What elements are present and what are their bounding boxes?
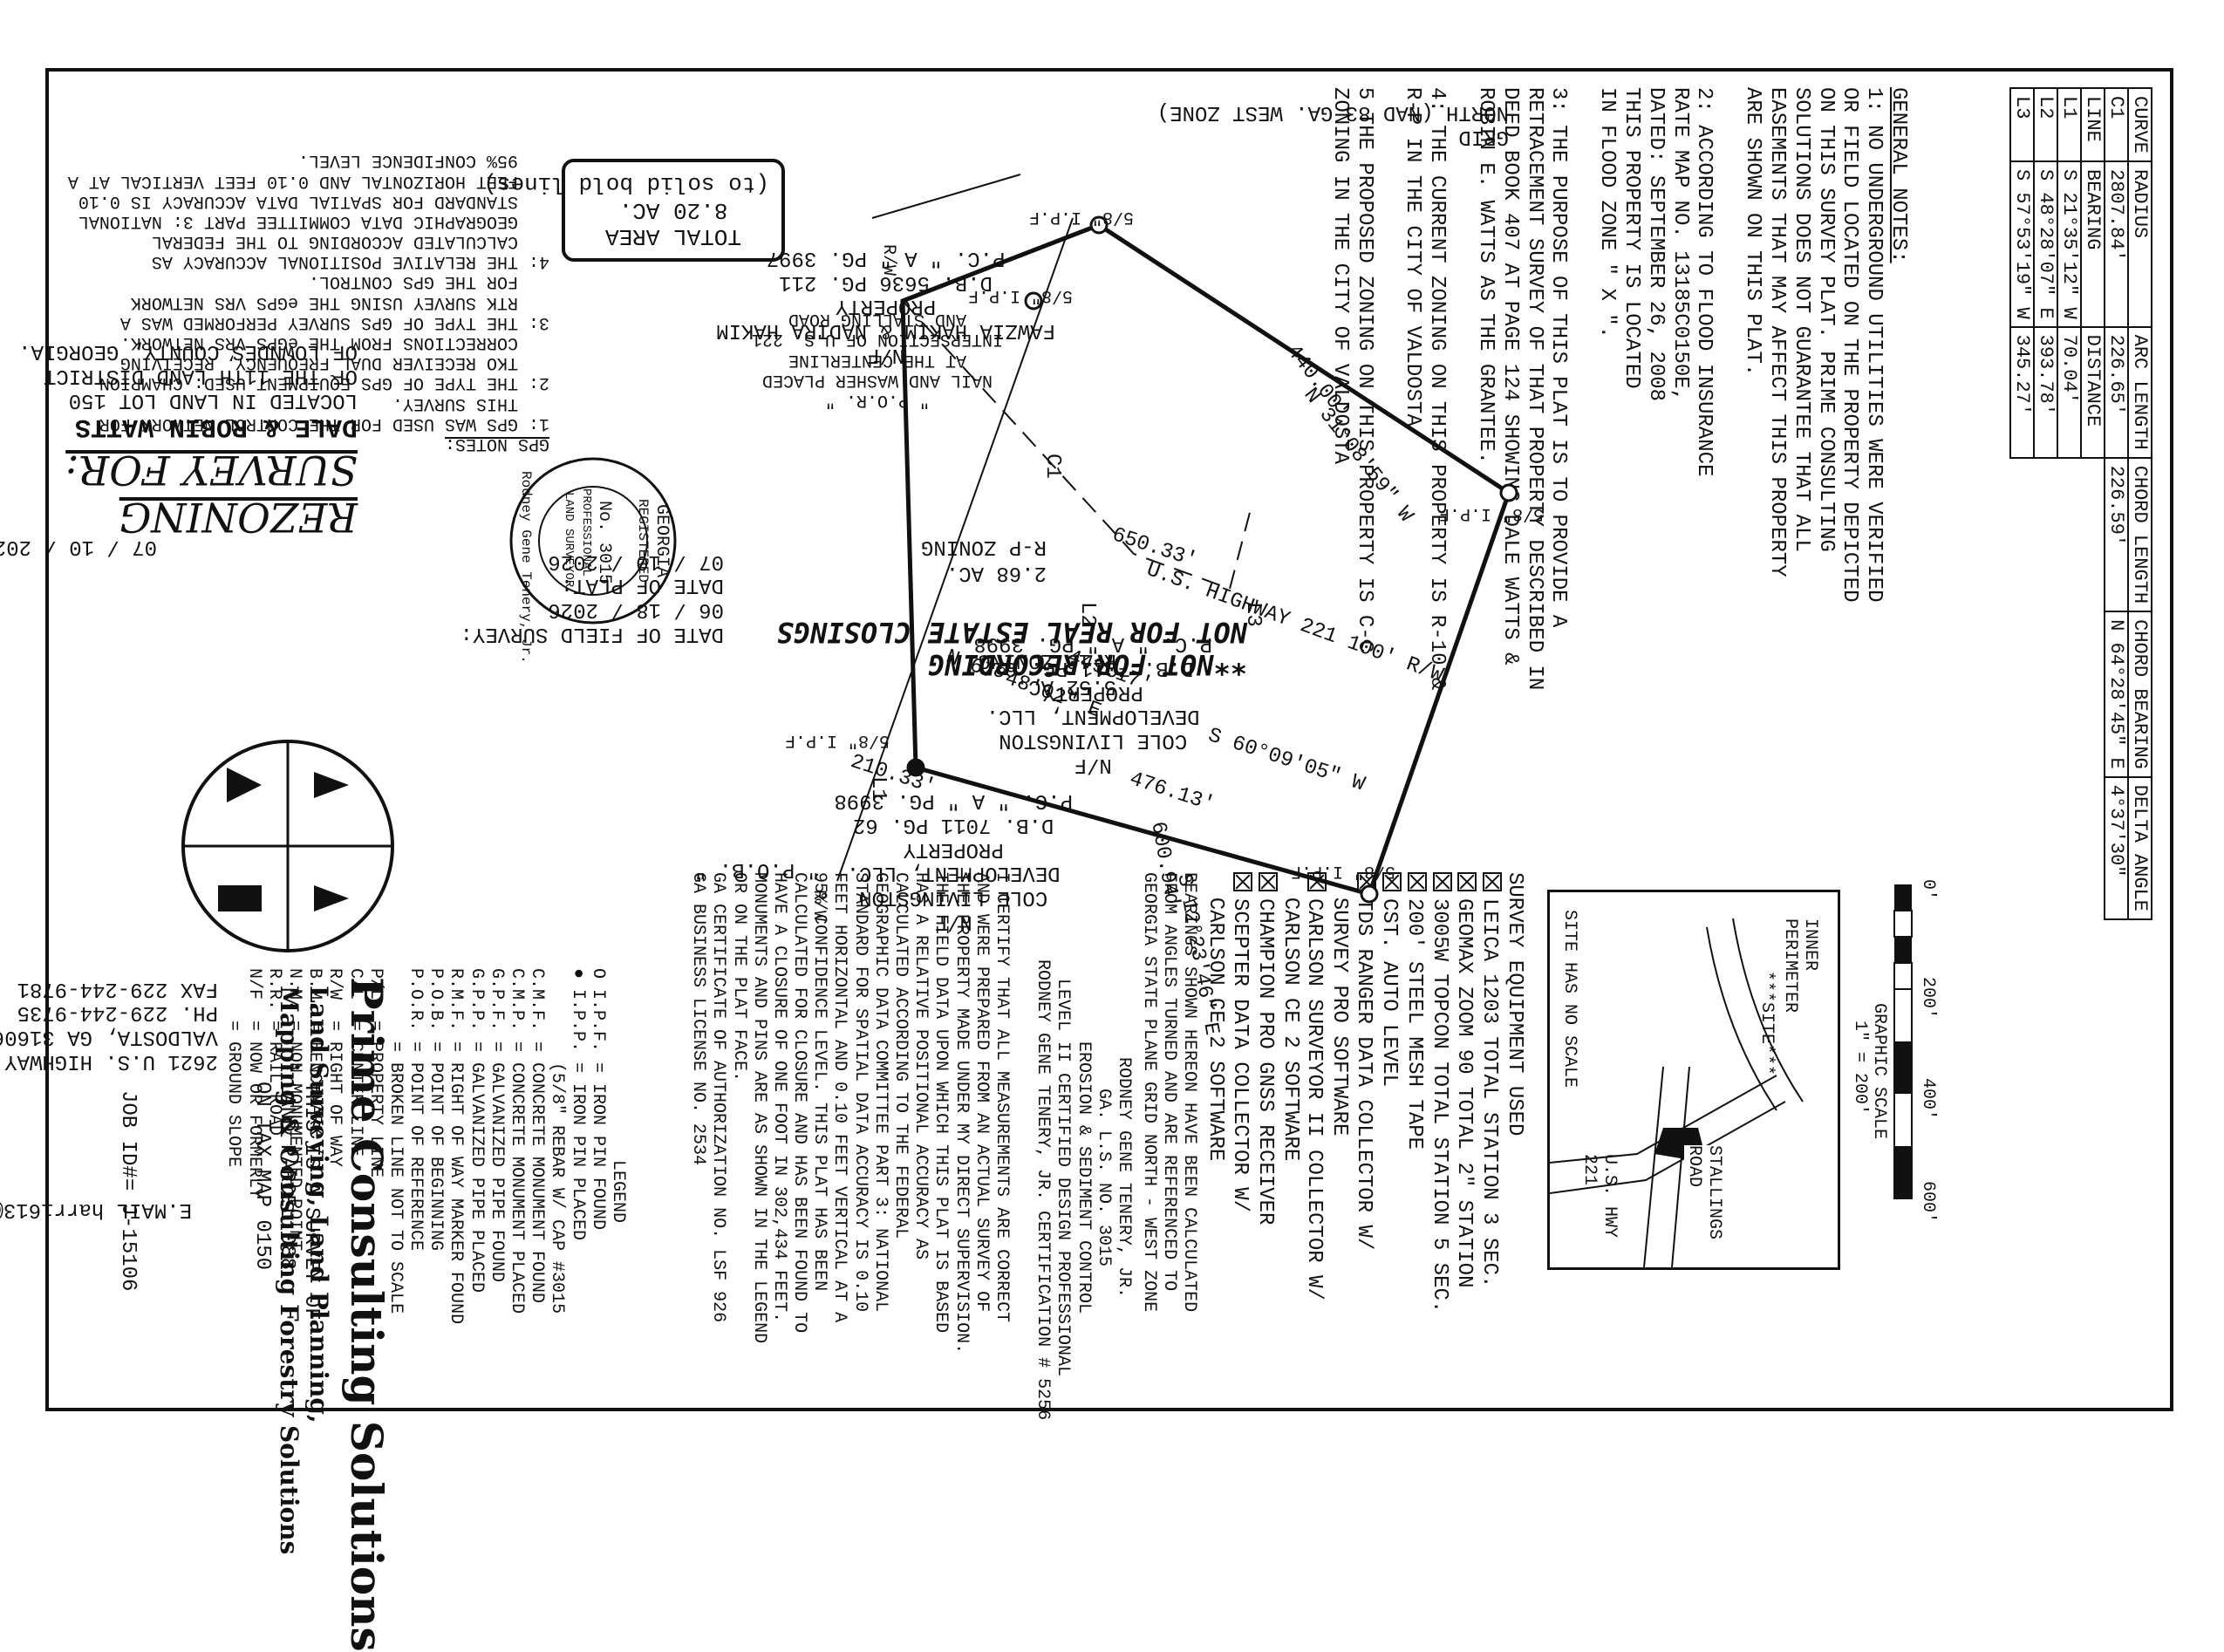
scale-bar-segments bbox=[1893, 884, 1913, 1199]
zoning-lines bbox=[902, 300, 1252, 590]
seal-ring-icon bbox=[509, 457, 677, 625]
firm-date: 07 / 10 / 2026 bbox=[0, 535, 157, 558]
pob-label: " P.O.B. " bbox=[693, 857, 820, 881]
seal-name: Rodney Gene Tenery, Jr. bbox=[518, 471, 534, 664]
seal-number: No. 3015 bbox=[594, 501, 614, 585]
ipf-icon bbox=[1089, 215, 1109, 235]
text-line: N/F bbox=[1074, 753, 1112, 776]
text-line: RTK SURVEY USING THE eGPS VRS NETWORK bbox=[130, 291, 549, 312]
ipf-label: 5/8" I.P.F bbox=[784, 730, 890, 750]
ipf-label: 5/8" I.P.F bbox=[1290, 861, 1395, 881]
text-line: FEET HORIZONTAL AND 0.10 FEET VERTICAL A… bbox=[67, 170, 549, 191]
text-line: N/F bbox=[866, 343, 905, 366]
text-line: 4: THE RELATIVE POSITIONAL ACCURACY AS bbox=[151, 251, 549, 272]
pob-point-icon bbox=[908, 760, 924, 775]
boundary-polyline bbox=[900, 222, 1512, 898]
text-line: OF LOWNDES COUNTY, GEORGIA. bbox=[18, 339, 358, 364]
text-line: P.C. " A " PG. 3998 bbox=[834, 788, 1073, 812]
text-line: COLE LIVINGSTON bbox=[859, 885, 1048, 910]
ipf-icon bbox=[1499, 483, 1518, 502]
client-name: DALE & ROBIN WATTS bbox=[74, 412, 358, 441]
property-boundary bbox=[900, 222, 1512, 898]
title-block: REZONING SURVEY FOR: DALE & ROBIN WATTS … bbox=[9, 339, 358, 541]
survey-plat-sheet: CURVE RADIUS ARC LENGTH CHORD LENGTH CHO… bbox=[0, 0, 2224, 1439]
text-line: LOCATED IN LAND LOT 150 bbox=[68, 388, 358, 412]
ipf-icon bbox=[1024, 291, 1043, 311]
text-line: PROPERTY bbox=[835, 294, 937, 318]
text-line: VALDOSTA, GA 31606 bbox=[0, 1025, 218, 1049]
text-line: 95% CONFIDENCE LEVEL. bbox=[297, 150, 549, 171]
text-line: " P.O.R. " bbox=[824, 390, 930, 410]
ipf-label: 5/8" I.P.F bbox=[1028, 207, 1134, 227]
ipf-icon bbox=[1360, 884, 1379, 904]
curve-c1-label: C1 bbox=[1040, 454, 1064, 479]
title-subheading: SURVEY FOR: bbox=[65, 447, 358, 494]
text-line: 8.20 AC. bbox=[618, 196, 728, 223]
text-line: DEVELOPMENT, LLC. bbox=[986, 704, 1200, 728]
plat-drawing bbox=[836, 174, 1518, 904]
text-line: COLE LIVINGSTON bbox=[999, 728, 1188, 753]
text-line: GRID bbox=[1458, 125, 1509, 148]
text-line: N/F bbox=[934, 910, 972, 933]
inner-perimeter-road bbox=[1706, 918, 1804, 1111]
text-line: PROPERTY bbox=[1042, 679, 1143, 704]
text-line: CALCULATED ACCORDING TO THE FEDERAL bbox=[151, 231, 549, 252]
seal-surveyor: LAND SURVEYOR bbox=[562, 492, 576, 588]
text-line: NAIL AND WASHER PLACED bbox=[761, 369, 993, 390]
firm-logo-icon bbox=[181, 740, 394, 952]
firm-email: E.MAIL harri613@bellsouth.net bbox=[0, 1198, 192, 1221]
title-heading: REZONING bbox=[119, 494, 358, 541]
scale-bar-svg bbox=[1893, 884, 1913, 1199]
rw-label: R/W bbox=[808, 890, 829, 922]
us-hwy-221-road bbox=[1549, 1075, 1786, 1194]
text-line: GEOGRAPHIC DATA COMMITTEE PART 3: NATION… bbox=[78, 210, 549, 231]
text-line: OF THE 11TH LAND DISTRICT bbox=[43, 364, 358, 388]
text-line: PH. 229-244-9735 bbox=[17, 1000, 218, 1025]
text-line: FAX 229-244-9781 bbox=[17, 976, 218, 1000]
text-line: (to solid bold lines) bbox=[483, 170, 769, 197]
text-line: NORTH (NAD 83 GA. WEST ZONE) bbox=[1156, 100, 1509, 125]
firm-address: 2621 U.S. HIGHWAY 84 EASTVALDOSTA, GA 31… bbox=[0, 976, 218, 1073]
text-line: DEVELOPMENT, LLC. bbox=[846, 861, 1061, 885]
rw-arrow bbox=[871, 174, 1021, 219]
text-line: FOR THE GPS CONTROL. bbox=[308, 271, 549, 292]
text-line: 2621 U.S. HIGHWAY 84 EAST bbox=[4, 1049, 218, 1073]
text-line: FAWZIA HAKIM & NADIRA HAKIM bbox=[716, 318, 1055, 343]
ipf-label: 5/8" I.P.F bbox=[1438, 503, 1544, 523]
seal-professional: PROFESSIONAL bbox=[579, 488, 593, 577]
text-line: P.C. " A " PG. 3998 bbox=[973, 631, 1212, 655]
text-line: D.B. 5636 PG. 211 bbox=[779, 270, 993, 294]
zone-rp: R-P ZONING bbox=[920, 535, 1047, 558]
surveyor-seal: No. 3015 PROFESSIONAL LAND SURVEYOR GEOR… bbox=[506, 454, 680, 664]
vicinity-map: ***SITE*** INNER PERIMETER STALLINGS ROA… bbox=[1547, 890, 1840, 1270]
text-line: STANDARD FOR SPATIAL DATA ACCURACY IS 0.… bbox=[78, 190, 549, 211]
text-line: PROPERTY bbox=[903, 836, 1004, 861]
seal-state: GEORGIA bbox=[652, 504, 672, 578]
seal-registered: REGISTERED bbox=[635, 499, 651, 584]
stallings-road bbox=[1643, 1066, 1690, 1268]
text-line: P.C. " A " PG. 3997 bbox=[766, 245, 1006, 270]
text-line: D.B. 7011 PG. 62 bbox=[852, 812, 1054, 836]
text-line: 3: THE TYPE OF GPS SURVEY PERFORMED WAS … bbox=[119, 311, 549, 332]
highway-rw-line bbox=[836, 217, 1074, 882]
graphic-scale: 0' 200' 400' 600' GRAPHIC SCALE 1" = 200… bbox=[1849, 872, 1962, 1223]
zone-rp-area: 2.68 AC. bbox=[945, 561, 1047, 584]
zone-line-polyline bbox=[902, 300, 1252, 590]
text-line: D.B. 7011 PG. 62 bbox=[992, 655, 1194, 679]
